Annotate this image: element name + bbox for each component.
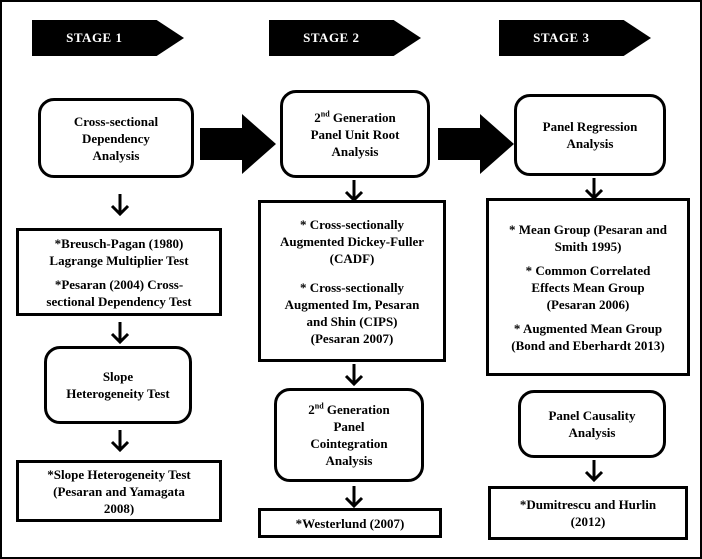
arrow-down-icon <box>110 322 130 344</box>
box-line: (2012) <box>570 514 606 529</box>
box-line: *Dumitrescu and Hurlin <box>519 497 657 512</box>
box-line: * Common Correlated <box>525 262 651 278</box>
cointegration-analysis-box: 2nd Generation Panel Cointegration Analy… <box>274 388 424 482</box>
ordinal-suffix: nd <box>320 109 330 119</box>
box-line: Analysis <box>568 425 616 440</box>
westerlund-box: *Westerlund (2007) <box>258 508 442 538</box>
box-line: and Shin (CIPS) <box>306 313 398 329</box>
box-line: Panel <box>333 419 365 434</box>
box-line: *Westerlund (2007) <box>295 515 405 531</box>
box-line: *Breusch-Pagan (1980) <box>54 235 184 251</box>
box-line: Augmented Dickey-Fuller <box>279 233 425 249</box>
box-line: (Bond and Eberhardt 2013) <box>511 337 665 353</box>
stage-1-label: STAGE 1 <box>66 30 123 45</box>
box-line: *Slope Heterogeneity Test <box>47 466 191 482</box>
box-line: * Augmented Mean Group <box>513 320 663 336</box>
box-line: Analysis <box>325 453 373 468</box>
stage-arrow-icon <box>200 114 276 174</box>
unit-root-tests-box: * Cross-sectionally Augmented Dickey-Ful… <box>258 200 446 362</box>
box-line: Smith 1995) <box>554 238 622 254</box>
arrow-down-icon <box>584 460 604 482</box>
box-line: * Cross-sectionally <box>299 279 405 295</box>
dumitrescu-hurlin-box: *Dumitrescu and Hurlin (2012) <box>488 486 688 540</box>
box-line: Panel Causality <box>548 408 636 423</box>
box-line: Analysis <box>92 147 140 163</box>
panel-causality-box: Panel Causality Analysis <box>518 390 666 458</box>
stage-2-label: STAGE 2 <box>303 30 360 45</box>
box-line: * Cross-sectionally <box>299 216 405 232</box>
stage-3-banner: STAGE 3 <box>499 20 651 56</box>
ordinal-prefix: 2 <box>308 402 315 417</box>
panel-regression-box: Panel Regression Analysis <box>514 94 666 176</box>
box-line: Augmented Im, Pesaran <box>284 296 420 312</box>
box-line: * Mean Group (Pesaran and <box>509 221 667 237</box>
cross-sectional-dependency-box: Cross-sectional Dependency Analysis <box>38 98 194 178</box>
stage-arrow-icon <box>438 114 514 174</box>
stage-1-banner: STAGE 1 <box>32 20 184 56</box>
box-line: Panel Unit Root <box>310 126 400 142</box>
arrow-down-icon <box>110 194 130 216</box>
ordinal-suffix: nd <box>314 401 324 411</box>
box-line: *Pesaran (2004) Cross- <box>54 276 184 292</box>
box-line: (Pesaran and Yamagata <box>53 483 185 499</box>
box-line: (Pesaran 2007) <box>310 330 394 346</box>
box-line: sectional Dependency Test <box>46 293 192 309</box>
stage-2-banner: STAGE 2 <box>269 20 421 56</box>
box-line: Panel Regression <box>542 119 638 134</box>
box-line: Slope <box>102 369 134 384</box>
box-line: Cross-sectional <box>73 113 159 129</box>
dependency-tests-box: *Breusch-Pagan (1980) Lagrange Multiplie… <box>16 228 222 316</box>
arrow-down-icon <box>584 178 604 200</box>
slope-heterogeneity-test-box: *Slope Heterogeneity Test (Pesaran and Y… <box>16 460 222 522</box>
stage-3-label: STAGE 3 <box>533 30 590 45</box>
box-line: 2nd Generation <box>308 401 389 418</box>
box-line: 2008) <box>103 500 135 516</box>
ordinal-prefix: 2 <box>314 109 321 125</box>
box-line: (CADF) <box>329 250 375 266</box>
arrow-down-icon <box>344 486 364 508</box>
box-line: Analysis <box>331 143 379 159</box>
mean-group-estimators-box: * Mean Group (Pesaran and Smith 1995) * … <box>486 198 690 376</box>
arrow-down-icon <box>110 430 130 452</box>
box-line: Cointegration <box>310 436 388 451</box>
first-line-rest: Generation <box>329 109 396 125</box>
box-line: 2nd Generation <box>314 109 395 126</box>
unit-root-analysis-box: 2nd Generation Panel Unit Root Analysis <box>280 90 430 178</box>
box-line: Analysis <box>566 136 614 151</box>
arrow-down-icon <box>344 364 364 386</box>
box-line: Effects Mean Group <box>531 279 645 295</box>
box-line: (Pesaran 2006) <box>546 296 630 312</box>
box-line: Heterogeneity Test <box>66 386 170 401</box>
box-line: Dependency <box>82 130 150 146</box>
first-line-rest: Generation <box>323 402 390 417</box>
arrow-down-icon <box>344 180 364 202</box>
slope-heterogeneity-box: Slope Heterogeneity Test <box>44 346 192 424</box>
box-line: Lagrange Multiplier Test <box>49 252 189 268</box>
